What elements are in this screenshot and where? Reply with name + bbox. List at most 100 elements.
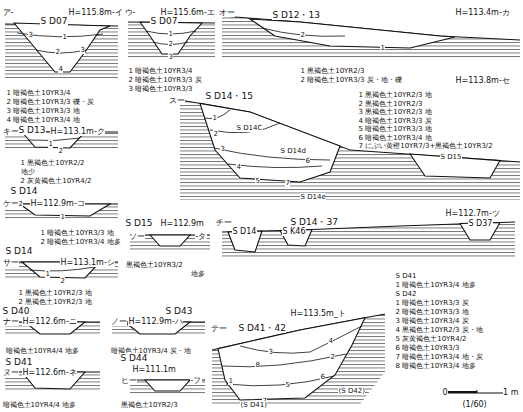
label-holder: S D14 xyxy=(5,241,33,257)
label-holder: 1 xyxy=(62,26,67,42)
label-holder: 1 暗褐色土10YR3/4 xyxy=(6,82,71,98)
feature-name: S D14d xyxy=(280,147,306,155)
label-holder: 1 xyxy=(45,263,50,279)
label-holder: H=113.5m_ト xyxy=(290,303,346,319)
layer-boundary xyxy=(204,110,230,119)
section-point: ケー xyxy=(2,199,19,208)
label-holder: -タ xyxy=(195,226,207,242)
soil-description: 1 黒褐色土10YR2/3 地 xyxy=(358,91,432,99)
feature-name: S D40 xyxy=(2,306,30,316)
soil-description: 1 m xyxy=(503,388,519,397)
layer-number: 8 xyxy=(255,361,260,369)
soil-description: 1 黒褐色土10YR2/2 xyxy=(20,159,85,167)
soil-description: 黒褐色土10YR2/3 xyxy=(120,401,178,409)
elevation-label: H=111.1m xyxy=(132,365,176,374)
label-holder: 地多 xyxy=(190,263,205,279)
elevation-label: H=112.6m-ネ xyxy=(22,368,77,377)
label-holder: ウ- xyxy=(124,2,136,18)
label-holder: S D14e xyxy=(300,186,326,202)
label-holder: 2 xyxy=(300,24,305,40)
section-point: -フ xyxy=(190,376,202,385)
section-point: オー xyxy=(218,8,235,17)
label-holder: 2 xyxy=(60,270,65,286)
soil-description: 1 黒褐色土10YR2/3 地 xyxy=(18,289,92,297)
feature-name: S K46 xyxy=(282,227,306,236)
ditch-profile xyxy=(14,23,110,72)
label-holder: H=112.6m-ニ xyxy=(22,311,77,327)
section-point: ナー xyxy=(2,317,19,326)
label-holder: S D14・15 xyxy=(205,86,253,102)
label-holder: 7 xyxy=(285,172,290,188)
layer-number: 1 xyxy=(62,33,67,41)
ditch-profile xyxy=(218,318,365,400)
label-holder: S D14 xyxy=(232,221,257,237)
label-holder: S D43 xyxy=(165,301,193,317)
soil-description: 8 暗褐色土10YR3/4 地多 xyxy=(395,362,476,370)
soil-description: 暗褐色土10YR4/4 地多 xyxy=(5,347,80,355)
feature-name: S D14 xyxy=(10,186,38,196)
label-holder: 6 xyxy=(320,366,325,382)
ditch-profile xyxy=(14,19,500,400)
layer-number: 0 xyxy=(442,388,448,397)
layer-boundary xyxy=(30,267,95,271)
elevation-label: H=113.4m-カ xyxy=(455,8,510,17)
scale-bar xyxy=(445,389,510,393)
soil-description: 6 暗褐色土10YR3/4 地 xyxy=(358,134,432,142)
soil-description: 地多 xyxy=(190,270,205,278)
label-holder: S D41 xyxy=(395,265,417,281)
layer-boundary xyxy=(222,354,346,367)
label-holder: H=113.1m-シ xyxy=(60,252,115,268)
layer-number: 1 xyxy=(212,114,217,122)
feature-name: S D07 xyxy=(40,16,68,26)
elevation-label: H=113.1m-ク xyxy=(50,127,105,136)
layer-boundary xyxy=(210,123,280,133)
layer-number: 1 xyxy=(48,140,53,148)
ground-hatching xyxy=(180,100,520,200)
label-holder: テー xyxy=(210,318,227,334)
elevation-label: H=113.8m-セ xyxy=(455,76,510,85)
label-holder: 2 xyxy=(58,140,63,156)
layer-number: 2 xyxy=(18,200,23,208)
layer-number: 4 xyxy=(58,65,63,73)
feature-name: S D37 xyxy=(468,219,493,228)
layer-number: 6 xyxy=(305,157,310,165)
label-holder: 黒褐色土10YR2/3 xyxy=(120,394,178,410)
layer-number: 3 xyxy=(220,145,225,153)
label-holder: オー xyxy=(218,2,235,18)
feature-name: S D12・13 xyxy=(272,10,320,20)
section-point: ノー xyxy=(110,317,127,326)
soil-description: 1 暗褐色土10YR3/3 炭 xyxy=(395,299,469,307)
label-holder: H=112.7m-ツ xyxy=(445,203,500,219)
feature-name: S D07 xyxy=(150,16,178,26)
section-point: スー xyxy=(168,96,185,105)
layer-number: 2 xyxy=(330,353,335,361)
feature-name: S D14・15 xyxy=(205,91,253,101)
label-holder: H=112.9m-コ xyxy=(30,193,85,209)
label-holder: 2 xyxy=(213,123,218,139)
soil-description: 1 暗褐色土10YR3/4 xyxy=(6,89,71,97)
elevation-label: H=112.9m xyxy=(160,219,204,228)
layer-boundary xyxy=(226,376,334,386)
label-holder: 暗褐色土10YR4/4 地多 xyxy=(5,340,80,356)
label-holder: -フ xyxy=(190,370,202,386)
soil-description: 3 暗褐色土10YR3/3 地 xyxy=(6,107,80,115)
feature-name: S D43 xyxy=(165,306,193,316)
feature-name: S D14 xyxy=(5,246,33,256)
ground-hatching xyxy=(5,24,118,78)
label-holder: 暗褐色土10YR4/4 地多 xyxy=(2,394,77,410)
elevation-label: H=112.9m-コ xyxy=(30,199,85,208)
feature-name: S D14C xyxy=(236,124,263,132)
soil-description: 2 暗褐色土10YR3/3 炭・地・礫 xyxy=(300,76,402,84)
label-holder: 1 黒褐色土10YR2/3 xyxy=(300,60,365,76)
label-holder: 3 xyxy=(220,138,225,154)
layer-boundary xyxy=(36,50,86,53)
label-holder: (S D42) xyxy=(338,380,365,396)
layer-number: 3 xyxy=(80,46,85,54)
label-holder: 1 黒褐色土10YR2/3 地 xyxy=(18,282,92,298)
label-holder: ソー xyxy=(128,226,145,242)
section-point: ヌー xyxy=(2,368,19,377)
feature-name: S D41 xyxy=(5,357,33,367)
soil-description: (1/60) xyxy=(462,400,487,409)
layer-number: 3 xyxy=(268,348,273,356)
layer-number: 1 xyxy=(228,377,233,385)
